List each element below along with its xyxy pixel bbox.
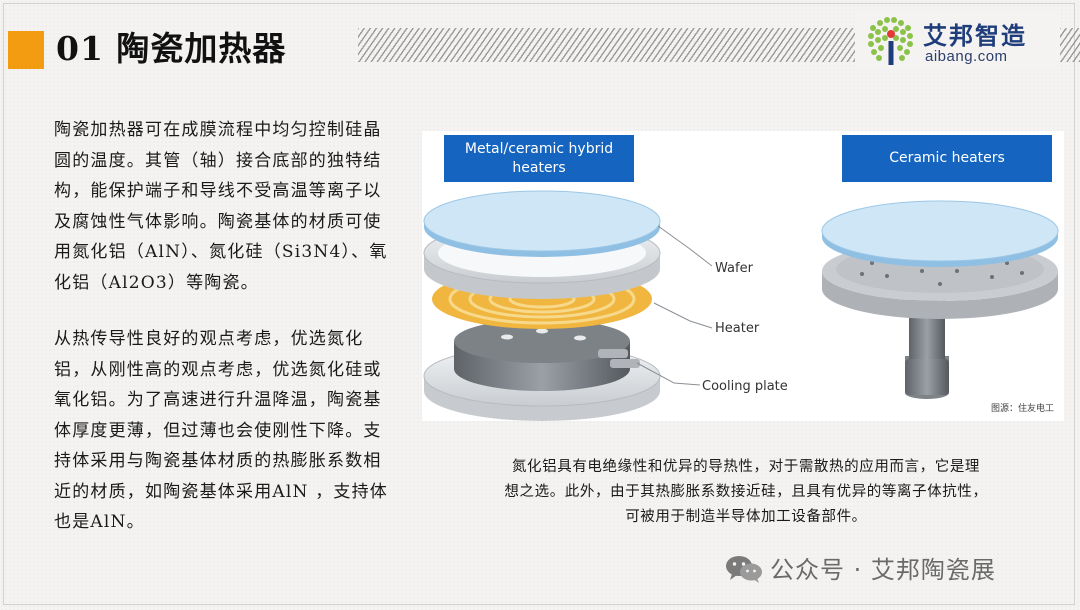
ceramic-heater-right: [821, 200, 1059, 399]
cooling-plate: [454, 319, 640, 391]
center-body-text: 氮化铝具有电绝缘性和优异的导热性，对于需散热的应用而言，它是理 想之选。此外，由…: [440, 455, 1052, 530]
center-line-3: 可被用于制造半导体加工设备部件。: [625, 509, 867, 525]
label-wafer: Wafer: [715, 261, 753, 276]
brand-logo: 艾邦智造 aibang.com: [855, 10, 1060, 70]
caption-ceramic-heaters: Ceramic heaters: [842, 135, 1052, 182]
center-line-2: 想之选。此外，由于其热膨胀系数接近硅，且具有优异的等离子体抗性，: [504, 484, 988, 500]
center-line-1: 氮化铝具有电绝缘性和优异的导热性，对于需散热的应用而言，它是理: [511, 459, 981, 475]
logo-url: aibang.com: [925, 48, 1008, 65]
leaf-dots-logo-icon: [868, 17, 913, 65]
label-heater: Heater: [715, 321, 760, 336]
leader-lines: [636, 225, 713, 386]
page-title: 01 陶瓷加热器: [56, 29, 287, 68]
caption-hybrid-heaters: Metal/ceramic hybrid heaters: [444, 135, 634, 182]
heater-diagram: Metal/ceramic hybrid heaters Ceramic hea…: [422, 131, 1064, 421]
heater-illustration: [423, 190, 1059, 421]
wafer-left: [423, 190, 661, 257]
wechat-icon: [726, 556, 762, 583]
slide-border: [3, 3, 1075, 605]
paragraph-1: 陶瓷加热器可在成膜流程中均匀控制硅晶圆的温度。其管（轴）接合底部的独特结构，能保…: [54, 120, 388, 293]
title-accent-block: [8, 31, 44, 69]
footer-account-name: 公众号 · 艾邦陶瓷展: [770, 556, 996, 584]
logo-name: 艾邦智造: [923, 22, 1027, 50]
label-cooling-plate: Cooling plate: [702, 379, 788, 394]
left-body-text: 陶瓷加热器可在成膜流程中均匀控制硅晶圆的温度。其管（轴）接合底部的独特结构，能保…: [54, 115, 399, 538]
image-source: 图源：住友电工: [990, 404, 1054, 414]
paragraph-2: 从热传导性良好的观点考虑，优选氮化铝，从刚性高的观点考虑，优选氮化硅或氧化铝。为…: [54, 329, 388, 532]
